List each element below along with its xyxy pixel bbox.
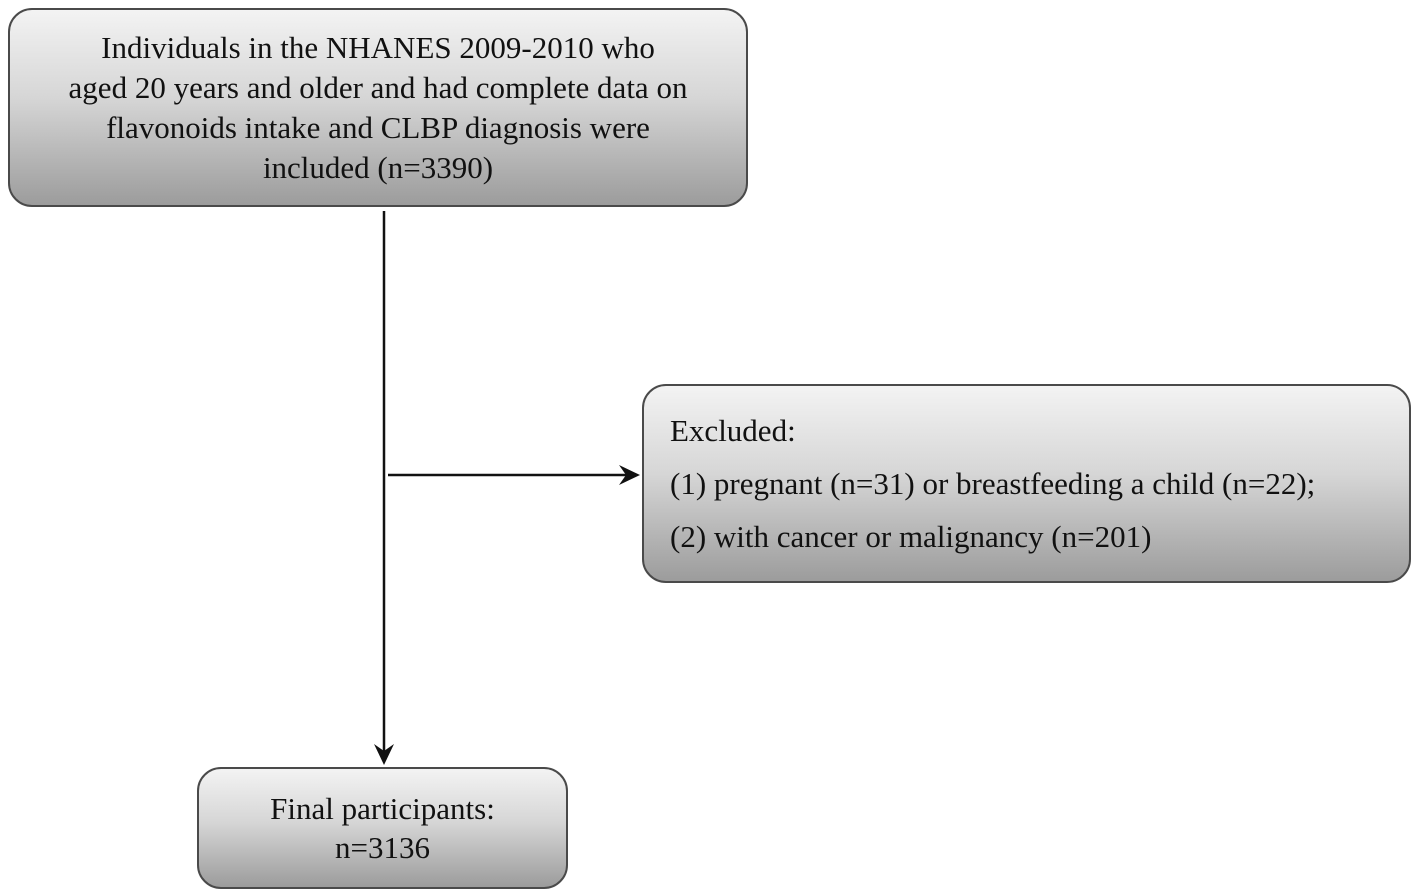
exclusion-box: Excluded: (1) pregnant (n=31) or breastf… <box>642 384 1411 583</box>
exclusion-item-1: (1) pregnant (n=31) or breastfeeding a c… <box>670 466 1316 501</box>
final-participants-count: n=3136 <box>335 830 430 865</box>
final-participants-title: Final participants: <box>270 791 495 826</box>
final-participants-box: Final participants: n=3136 <box>197 767 568 889</box>
initial-population-text: Individuals in the NHANES 2009-2010 who … <box>68 29 688 185</box>
main-arrowhead <box>374 744 394 765</box>
initial-population-box: Individuals in the NHANES 2009-2010 who … <box>8 8 748 207</box>
exclusion-heading: Excluded: <box>670 413 796 448</box>
exclusion-item-2: (2) with cancer or malignancy (n=201) <box>670 519 1152 554</box>
exclusion-arrowhead <box>619 465 640 485</box>
